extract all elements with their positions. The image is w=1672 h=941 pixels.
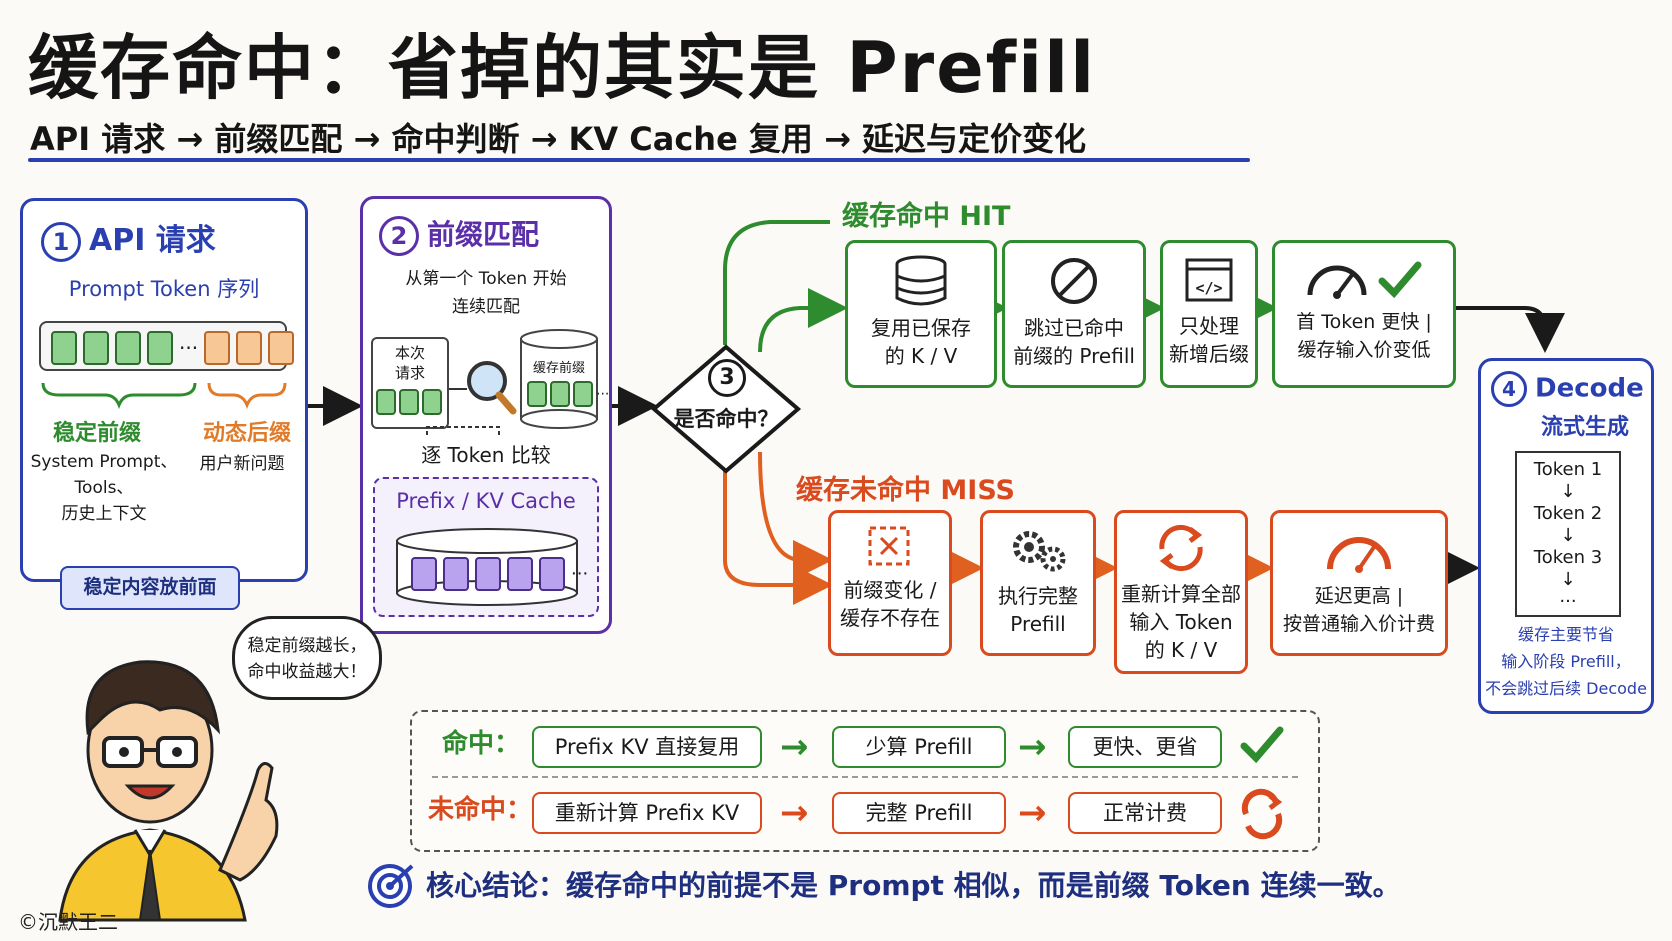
decode-more: ··· [1559, 591, 1577, 612]
step3-number: 3 [708, 359, 746, 397]
decode-token: Token 2 [1533, 503, 1603, 524]
conclusion-text: 核心结论：缓存命中的前提不是 Prompt 相似，而是前缀 Token 连续一致… [426, 869, 1401, 902]
refresh-icon [1241, 788, 1283, 840]
dynamic-token [236, 331, 263, 365]
refresh-icon [1159, 524, 1203, 572]
token-ellipsis: ··· [179, 336, 199, 360]
check-icon [1378, 261, 1422, 299]
summary-miss-step: 重新计算 Prefix KV [532, 792, 762, 834]
cache-prefix-label: 缓存前缀 [532, 361, 585, 376]
miss-label: 缓存未命中 MISS [796, 475, 1015, 506]
step4-number: 4 [1491, 371, 1527, 407]
step4-subtitle: 流式生成 [1541, 415, 1630, 440]
decode-token-stream: Token 1 ↓ Token 2 ↓ Token 3 ↓ ··· [1515, 451, 1621, 617]
stable-prefix-desc: System Prompt、Tools、历史上下文 [30, 452, 178, 524]
step2-caption: 从第一个 Token 开始连续匹配 [405, 269, 567, 317]
current-request-label: 本次请求 [394, 344, 425, 382]
cache-prefix-cylinder: 缓存前缀 ··· [519, 329, 609, 429]
speedometer-icon [1307, 265, 1367, 299]
hit-box-skip-prefill: 跳过已命中前缀的 Prefill [1002, 240, 1146, 388]
token-braces [41, 382, 287, 410]
database-icon [895, 255, 947, 306]
compare-bracket [426, 426, 500, 435]
token-sequence: ··· [39, 321, 295, 371]
miss-box-slower-pricier: 延迟更高 |按普通输入价计费 [1270, 510, 1448, 656]
miss-branch-line [723, 470, 833, 605]
hit-box-faster-cheaper: 首 Token 更快 |缓存输入价变低 [1272, 240, 1456, 388]
credit-text: ©沉默王二 [18, 910, 118, 934]
miss-box-prefix-changed: 前缀变化 /缓存不存在 [828, 510, 952, 656]
step3-question: 是否命中？ [673, 407, 779, 431]
dynamic-token [204, 331, 231, 365]
dynamic-token [268, 331, 295, 365]
step4-header: 4 Decode [1491, 371, 1644, 407]
page-subtitle: API 请求 → 前缀匹配 → 命中判断 → KV Cache 复用 → 延迟与… [30, 120, 1087, 158]
hit-branch-arrow [758, 288, 848, 353]
kv-cache-store: Prefix / KV Cache ··· [373, 477, 599, 617]
hit-box-suffix-only: </> 只处理新增后缀 [1160, 240, 1258, 388]
kv-cache-store-label: Prefix / KV Cache [396, 489, 576, 513]
stable-token [83, 331, 109, 365]
svg-text:</>: </> [1195, 279, 1222, 297]
stable-token [147, 331, 173, 365]
summary-miss-step: 完整 Prefill [832, 792, 1006, 834]
step4-title: Decode [1535, 373, 1644, 404]
summary-hit-step: Prefix KV 直接复用 [532, 726, 762, 768]
step2-title: 前缀匹配 [427, 218, 540, 251]
hit-label: 缓存命中 HIT [842, 201, 1011, 232]
step4-note: 缓存主要节省输入阶段 Prefill，不会跳过后续 Decode [1485, 625, 1647, 698]
summary-divider [432, 776, 1298, 778]
summary-hit-step: 更快、更省 [1068, 726, 1222, 768]
summary-hit-arrow: → [780, 727, 809, 767]
hit-branch-line [723, 220, 830, 345]
step2-number: 2 [379, 216, 419, 256]
speedometer-icon [1327, 537, 1391, 573]
speech-bubble: 稳定前缀越长，命中收益越大！ [232, 616, 382, 700]
hit-to-decode [1455, 306, 1565, 353]
step1-caption: Prompt Token 序列 [68, 277, 260, 301]
summary-miss-step: 正常计费 [1068, 792, 1222, 834]
miss-branch-arrow [758, 451, 833, 580]
step1-title: API 请求 [89, 223, 216, 258]
page-title: 缓存命中：省掉的其实是 Prefill [28, 27, 1097, 109]
decode-token: Token 3 [1533, 547, 1603, 568]
summary-miss-arrow: → [1018, 793, 1047, 833]
presenter-illustration [58, 660, 279, 922]
prohibited-icon [1051, 258, 1097, 304]
check-icon [1240, 726, 1284, 764]
compare-label: 逐 Token 比较 [421, 443, 551, 467]
hit-box-reuse-kv: 复用已保存的 K / V [845, 240, 997, 388]
stable-prefix-label: 稳定前缀 [53, 421, 142, 446]
step1-number: 1 [41, 221, 81, 262]
gears-icon [1013, 531, 1066, 572]
x-box-icon [868, 526, 910, 566]
step4-panel: 4 Decode 流式生成 Token 1 ↓ Token 2 ↓ Token 3… [1478, 358, 1654, 714]
summary-box: 命中： Prefix KV 直接复用 → 少算 Prefill → 更快、更省 … [410, 710, 1320, 852]
tip-badge: 稳定内容放前面 [60, 566, 240, 610]
current-request-box: 本次请求 [371, 337, 449, 429]
step3-decision: 3 是否命中？ [650, 344, 802, 474]
stable-token [115, 331, 141, 365]
summary-miss-label: 未命中： [428, 795, 533, 825]
summary-hit-label: 命中： [442, 729, 521, 759]
dynamic-suffix-desc: 用户新问题 [199, 454, 285, 474]
target-icon [368, 864, 414, 908]
code-icon: </> [1185, 258, 1233, 302]
summary-hit-arrow: → [1018, 727, 1047, 767]
dynamic-suffix-label: 动态后缀 [203, 421, 292, 446]
magnifier-icon [449, 361, 517, 415]
summary-hit-step: 少算 Prefill [832, 726, 1006, 768]
summary-miss-arrow: → [780, 793, 809, 833]
subtitle-underline [28, 158, 1250, 162]
stable-token [51, 331, 77, 365]
decode-token: Token 1 [1533, 459, 1603, 480]
